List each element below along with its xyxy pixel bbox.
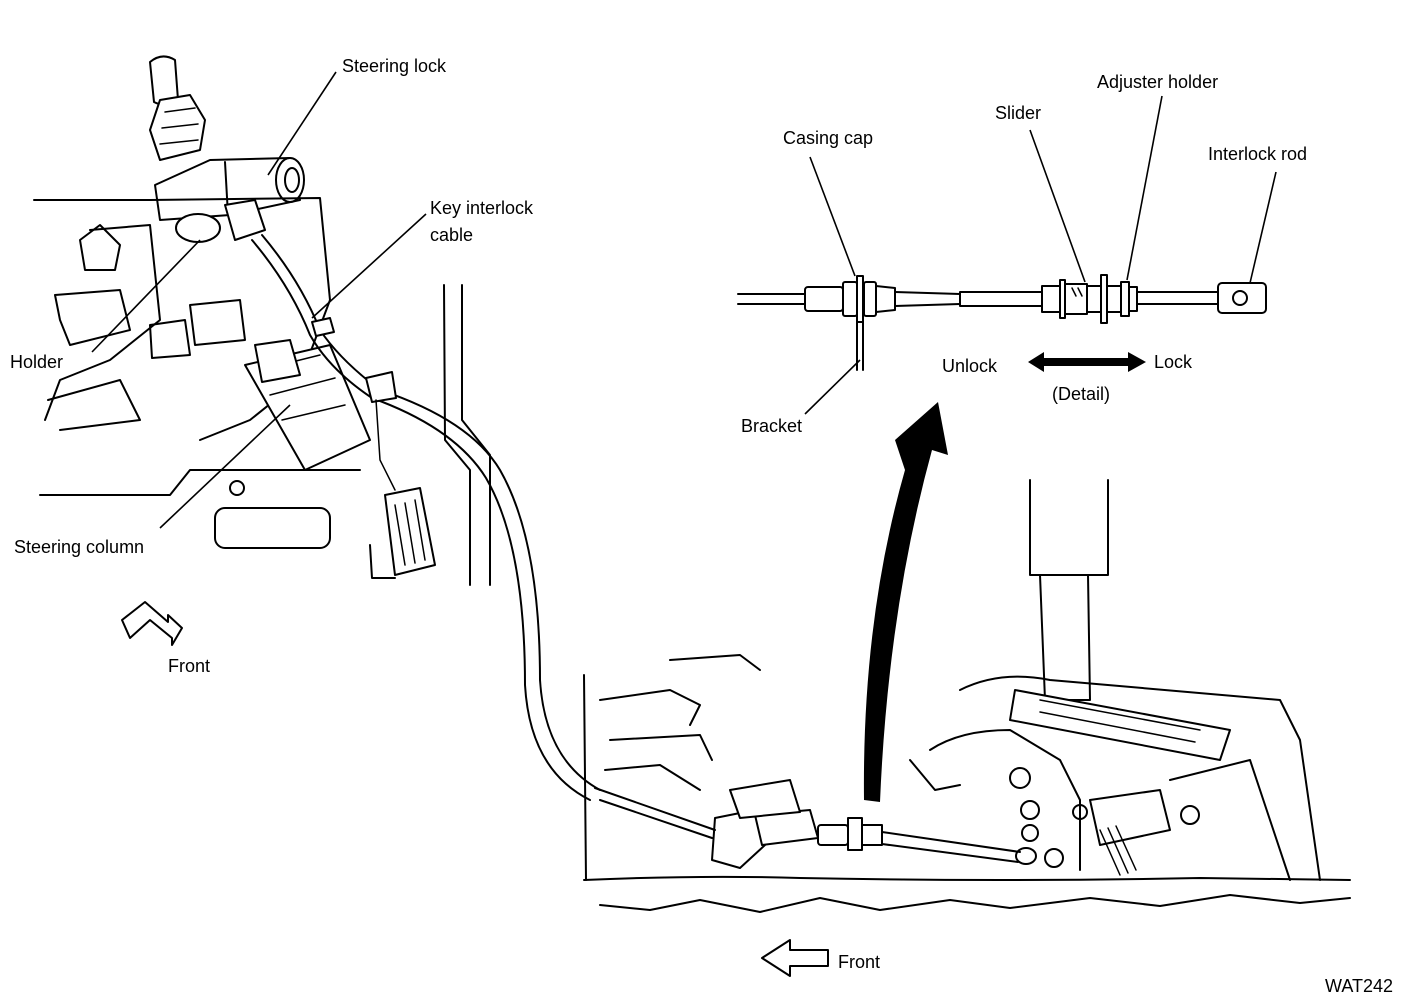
front-label-lower: Front: [838, 952, 880, 972]
bracket-label: Bracket: [741, 416, 802, 436]
lock-label: Lock: [1154, 352, 1193, 372]
front-direction-arrow-icon: [761, 939, 829, 977]
steering-column-label: Steering column: [14, 537, 144, 557]
leader-lines: [91, 71, 1277, 529]
unlock-label: Unlock: [942, 356, 998, 376]
holder-label: Holder: [10, 352, 63, 372]
slider-label: Slider: [995, 103, 1041, 123]
key-interlock-cable-label-line1: Key interlock: [430, 198, 534, 218]
adjuster-holder-label: Adjuster holder: [1097, 72, 1218, 92]
front-direction-arrow-icon: [121, 601, 183, 646]
key-interlock-cable-label-line2: cable: [430, 225, 473, 245]
detail-label: (Detail): [1052, 384, 1110, 404]
detail-cable-view: [737, 274, 1267, 371]
steering-lock-label: Steering lock: [342, 56, 447, 76]
double-headed-arrow-icon: [1028, 352, 1146, 372]
front-label-upper: Front: [168, 656, 210, 676]
curved-callout-arrow-icon: [863, 402, 948, 802]
interlock-rod-label: Interlock rod: [1208, 144, 1307, 164]
steering-column-assembly: [33, 55, 601, 801]
casing-cap-label: Casing cap: [783, 128, 873, 148]
reference-code: WAT242: [1325, 976, 1393, 996]
shifter-assembly: [583, 479, 1351, 913]
